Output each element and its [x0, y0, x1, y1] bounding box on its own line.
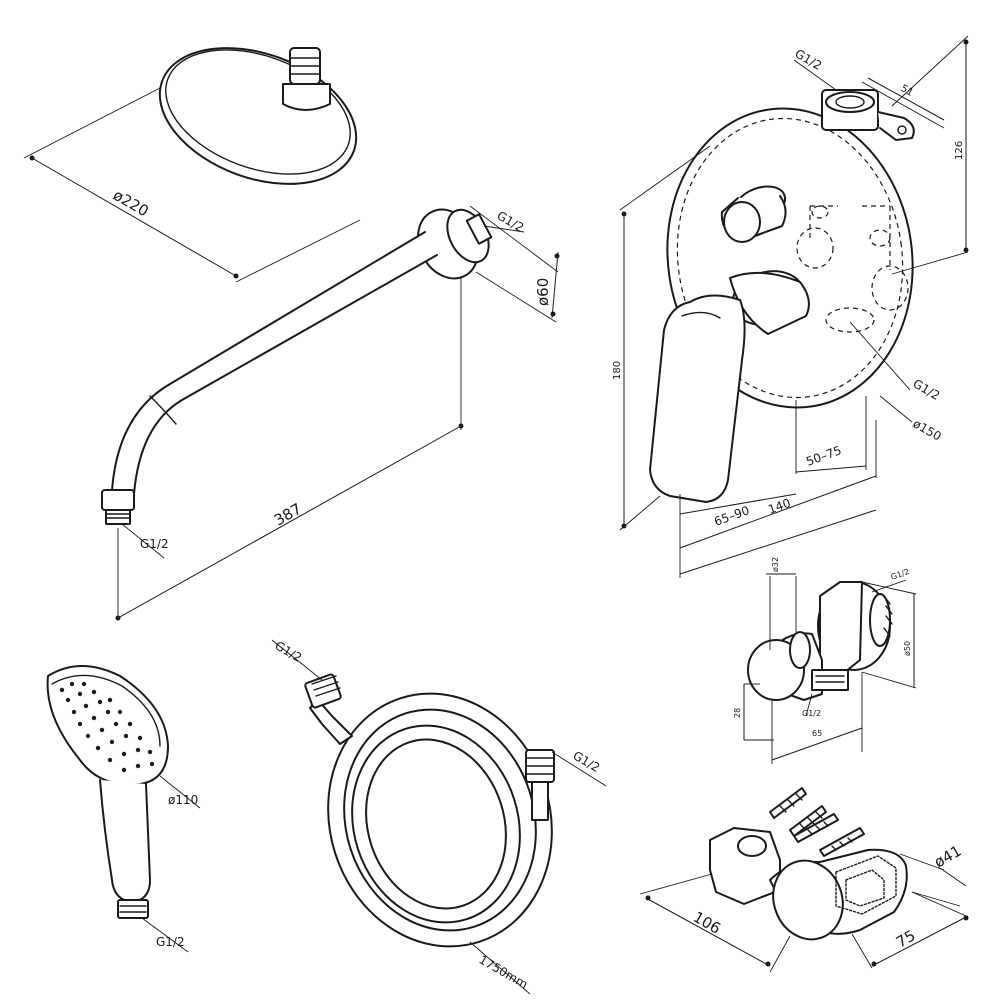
hand-shower: ø110 G1/2: [46, 665, 201, 953]
hand-shower-nozzles: [59, 681, 155, 773]
shower-head: ø220: [23, 47, 361, 283]
arm-length-label: 387: [271, 500, 305, 530]
hose-thread-right-label: G1/2: [571, 748, 603, 774]
arm-inlet-thread-label: G1/2: [140, 537, 169, 551]
concealed-mixer: 126 51 G1/2 180 G1/2 ø150 50–75 65–90 14…: [612, 35, 969, 578]
hose-thread-top-label: G1/2: [273, 638, 305, 664]
mixer-height-top-label: 126: [954, 141, 965, 160]
mixer-plate-label: ø150: [911, 416, 944, 443]
mounting-screws: [769, 787, 865, 857]
holder-length-label: 106: [690, 908, 724, 938]
mixer-height-label: 180: [612, 361, 623, 380]
hand-shower-thread-label: G1/2: [156, 935, 185, 949]
arm-outlet-thread-label: G1/2: [495, 208, 527, 234]
arm-flange-label: ø60: [534, 278, 552, 306]
hand-shower-diameter-label: ø110: [168, 793, 198, 807]
wall-outlet: ø32 ø50 G1/2 28 G1/2 65: [733, 557, 917, 764]
mixer-top-thread-label: G1/2: [793, 46, 825, 72]
hose-length-label: 1750mm: [477, 952, 531, 991]
outlet-bottom-thread-label: G1/2: [802, 709, 821, 718]
outlet-depth-label: ø32: [771, 557, 780, 572]
mixer-outlet-thread-label: G1/2: [911, 376, 943, 402]
outlet-width-label: 65: [812, 729, 822, 738]
mixer-total-depth-label: 140: [766, 496, 792, 517]
holder-width-label: 75: [893, 926, 919, 951]
mixer-depth-range-label: 50–75: [804, 443, 843, 469]
outlet-top-thread-label: G1/2: [890, 567, 911, 582]
shower-hose: G1/2 G1/2 1750mm: [271, 638, 607, 995]
outlet-diameter-label: ø50: [903, 641, 912, 656]
shower-holder: 106 75 ø41: [639, 787, 969, 973]
outlet-height-label: 28: [733, 708, 742, 718]
shower-arm: 387 ø60 G1/2 G1/2: [101, 205, 560, 621]
